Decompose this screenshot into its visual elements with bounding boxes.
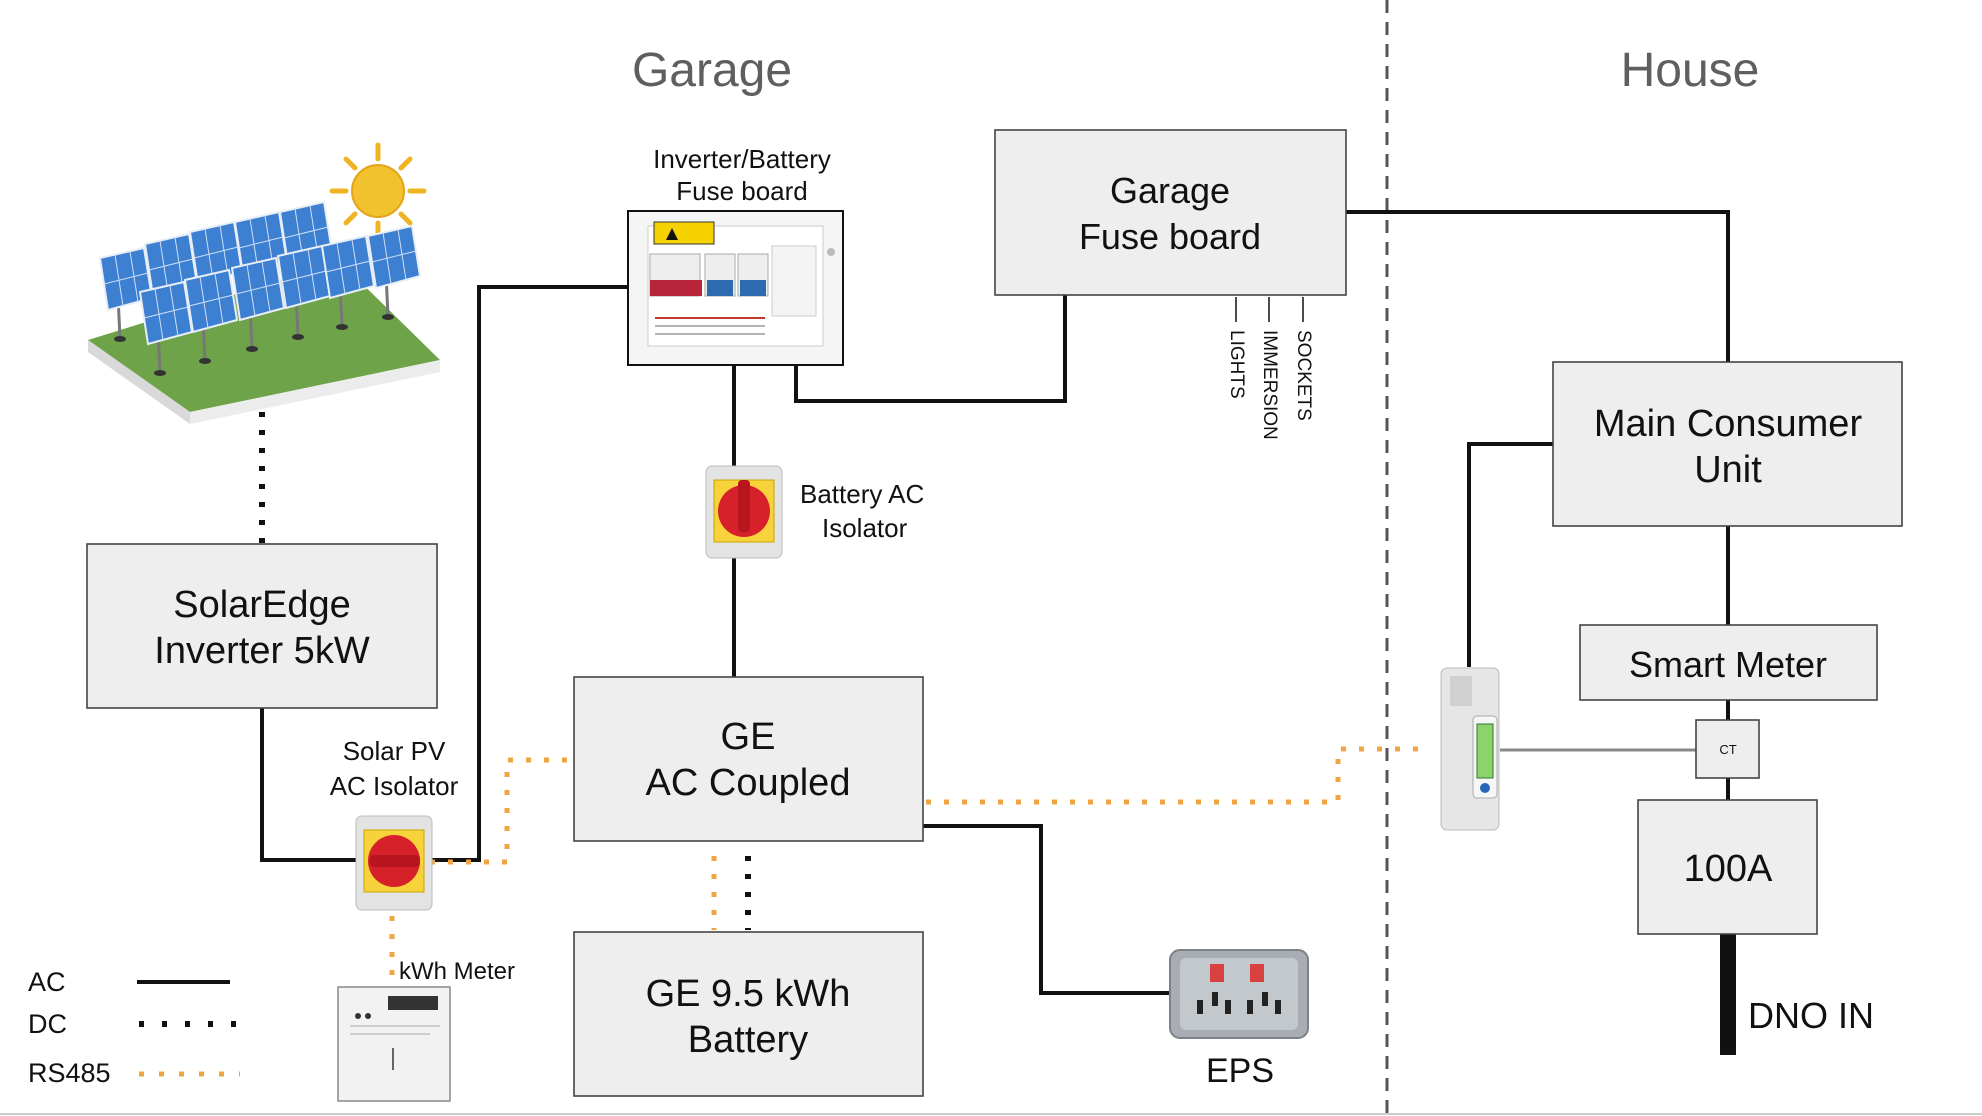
din-rail-meter-icon: [1440, 667, 1500, 831]
rs485-line-ge-din-meter: [926, 746, 1430, 805]
inverter-battery-fuse-board-label-1: Inverter/Battery: [653, 144, 831, 174]
ac-line-inverter-isolator: [260, 708, 358, 862]
dno-in-label: DNO IN: [1748, 995, 1874, 1036]
battery-ac-isolator-label-1: Battery AC: [800, 479, 924, 509]
inverter-battery-fuse-board-label-2: Fuse board: [676, 176, 808, 206]
battery-ac-isolator-icon: [705, 465, 783, 559]
ac-line-ge-eps: [923, 824, 1170, 995]
svg-text:Fuse board: Fuse board: [1079, 216, 1261, 257]
svg-text:Battery: Battery: [688, 1019, 808, 1061]
solar-pv-ac-isolator-label-1: Solar PV: [343, 736, 446, 766]
house-section-title: House: [1621, 44, 1760, 97]
garage-section-title: Garage: [632, 44, 792, 97]
smart-meter-box: Smart Meter: [1579, 624, 1878, 701]
ac-line-fuseboard-garage-fuseboard: [794, 295, 1067, 403]
ac-line-cu-din-meter: [1467, 442, 1553, 667]
svg-text:GE 9.5 kWh: GE 9.5 kWh: [646, 973, 851, 1015]
svg-text:AC Coupled: AC Coupled: [646, 762, 851, 804]
eps-label: EPS: [1206, 1052, 1274, 1090]
ac-line-isolator-fuseboard: [430, 285, 628, 862]
circuit-immersion-label: IMMERSION: [1259, 330, 1280, 440]
solar-pv-ac-isolator-label-2: AC Isolator: [330, 771, 459, 801]
circuit-sockets-label: SOCKETS: [1293, 330, 1314, 421]
uk-double-socket-icon: [1169, 949, 1309, 1039]
garage-fuse-board: Garage Fuse board: [994, 129, 1347, 296]
legend-rs485-label: RS485: [28, 1058, 111, 1088]
ct-box: CT: [1695, 719, 1760, 779]
solaredge-inverter-box: SolarEdge Inverter 5kW: [86, 543, 438, 709]
ac-line-garage-fuseboard-cu: [1346, 210, 1730, 362]
legend-dc-label: DC: [28, 1009, 67, 1039]
svg-text:CT: CT: [1719, 742, 1736, 757]
svg-text:Garage: Garage: [1110, 170, 1230, 211]
ge-ac-coupled-box: GE AC Coupled: [573, 676, 924, 842]
circuit-lights-label: LIGHTS: [1226, 330, 1247, 399]
legend: AC DC RS485: [28, 967, 240, 1088]
kwh-meter-icon: [337, 986, 451, 1102]
rs485-line-isolator-ge: [430, 757, 574, 865]
ge-battery-box: GE 9.5 kWh Battery: [573, 931, 924, 1097]
svg-text:Unit: Unit: [1694, 449, 1762, 491]
legend-ac-label: AC: [28, 967, 66, 997]
solar-pv-ac-isolator-icon: [355, 815, 433, 911]
svg-text:Smart Meter: Smart Meter: [1629, 644, 1827, 685]
main-fuse-100a-box: 100A: [1637, 799, 1818, 935]
svg-text:GE: GE: [721, 716, 776, 758]
solar-panel-array-icon: [88, 200, 440, 424]
sun-icon: [329, 142, 427, 240]
fuse-board-photo-icon: [627, 210, 844, 366]
svg-text:Inverter 5kW: Inverter 5kW: [154, 630, 370, 672]
battery-ac-isolator-label-2: Isolator: [822, 513, 908, 543]
main-consumer-unit-box: Main Consumer Unit: [1552, 361, 1903, 527]
svg-text:100A: 100A: [1684, 848, 1773, 890]
kwh-meter-label: kWh Meter: [399, 958, 515, 985]
svg-text:Main Consumer: Main Consumer: [1594, 403, 1863, 445]
svg-text:SolarEdge: SolarEdge: [173, 584, 350, 626]
